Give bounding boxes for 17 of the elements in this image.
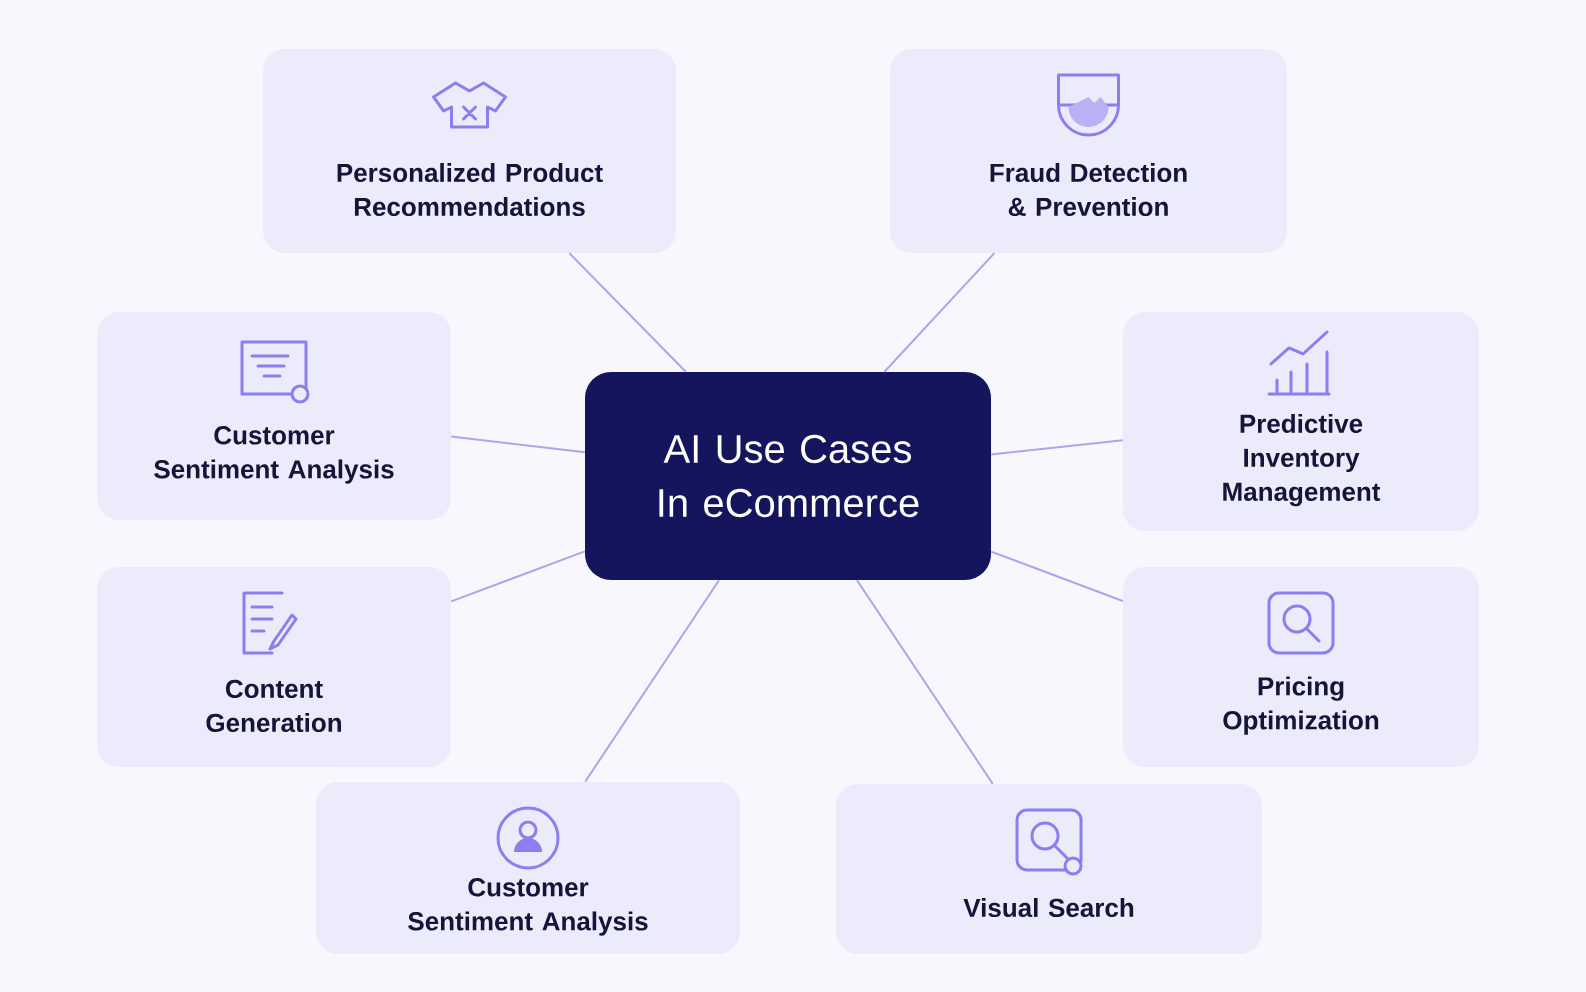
topic-box: Customer Sentiment Analysis xyxy=(316,782,740,954)
topic-box: Visual Search xyxy=(836,784,1262,954)
connector-line xyxy=(856,579,994,785)
topic-box: Pricing Optimization xyxy=(1123,567,1479,767)
topic-box: Predictive Inventory Management xyxy=(1123,312,1479,531)
topic-box: Content Generation xyxy=(97,567,451,767)
topic-box: Customer Sentiment Analysis xyxy=(97,312,451,520)
topic-box: Personalized Product Recommendations xyxy=(263,49,676,253)
connector-line xyxy=(450,435,586,454)
connector-line xyxy=(568,252,687,373)
title-box: AI Use Cases In eCommerce xyxy=(585,372,991,580)
topic-box: Fraud Detection & Prevention xyxy=(890,49,1287,253)
connector-line xyxy=(450,550,586,603)
connector-line xyxy=(990,550,1124,603)
connector-line xyxy=(883,252,996,373)
connector-line xyxy=(990,439,1124,456)
connector-line xyxy=(584,579,720,783)
